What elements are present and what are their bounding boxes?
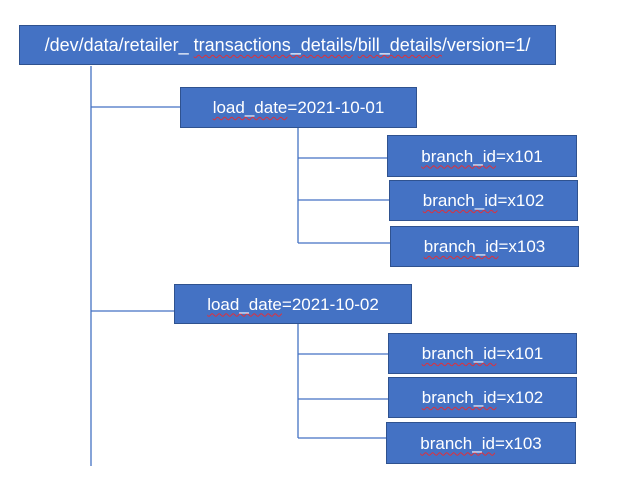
load-date-value: =2021-10-01 [287, 98, 385, 117]
root-path-node: /dev/data/retailer_ transactions_details… [19, 25, 556, 65]
branch-value: =x101 [496, 344, 544, 363]
branch-node-2-2: branch_id=x102 [388, 377, 577, 418]
root-path-segment-transactions: transactions_details [193, 35, 353, 55]
branch-label: branch_id=x101 [421, 148, 542, 165]
branch-label: branch_id=x103 [420, 435, 541, 452]
load-date-key: load_date [207, 294, 282, 314]
branch-value: =x103 [498, 237, 546, 256]
branch-node-2-1: branch_id=x101 [388, 333, 577, 374]
root-path-suffix: /version=1/ [441, 35, 531, 55]
branch-label: branch_id=x102 [422, 389, 543, 406]
branch-value: =x102 [497, 191, 545, 210]
load-date-label: load_date=2021-10-01 [213, 99, 385, 116]
branch-key: branch_id [421, 388, 497, 407]
branch-value: =x103 [494, 433, 542, 453]
load-date-key: load_date [212, 98, 288, 117]
load-date-label: load_date=2021-10-02 [207, 296, 379, 313]
branch-node-1-1: branch_id=x101 [387, 135, 577, 177]
root-path-segment-bill-details: bill_details [357, 35, 442, 55]
branch-key: branch_id [422, 191, 498, 210]
branch-node-1-2: branch_id=x102 [389, 180, 578, 221]
branch-label: branch_id=x103 [424, 238, 545, 255]
branch-value: =x101 [495, 146, 543, 166]
root-path-label: /dev/data/retailer_ transactions_details… [45, 36, 531, 54]
branch-label: branch_id=x101 [422, 345, 543, 362]
branch-value: =x102 [496, 388, 544, 407]
branch-node-1-3: branch_id=x103 [390, 226, 579, 267]
branch-key: branch_id [423, 237, 499, 256]
load-date-node-2: load_date=2021-10-02 [174, 284, 412, 324]
branch-key: branch_id [421, 344, 497, 363]
branch-node-2-3: branch_id=x103 [386, 422, 576, 464]
load-date-node-1: load_date=2021-10-01 [180, 87, 417, 128]
branch-key: branch_id [421, 146, 496, 166]
branch-label: branch_id=x102 [423, 192, 544, 209]
load-date-value: =2021-10-02 [281, 294, 379, 314]
branch-key: branch_id [420, 433, 495, 453]
root-path-prefix: /dev/data/retailer_ [44, 35, 194, 55]
root-path-separator: / [352, 35, 358, 55]
